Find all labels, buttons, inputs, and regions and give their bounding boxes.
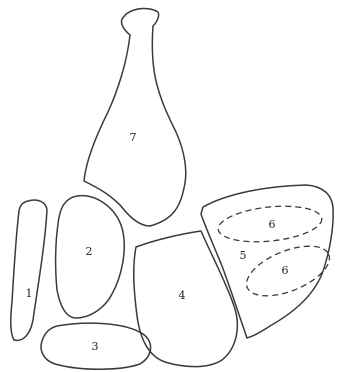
region-1-label: 1 — [26, 287, 33, 300]
region-1-outline — [11, 200, 47, 340]
region-7-label: 7 — [130, 131, 137, 144]
region-4-label: 4 — [179, 289, 186, 302]
region-6-upper-label: 6 — [269, 218, 276, 231]
region-2-label: 2 — [86, 245, 93, 258]
region-7-outline — [84, 8, 186, 226]
region-6-lower-label: 6 — [282, 264, 289, 277]
region-3-label: 3 — [92, 340, 99, 353]
region-5-outline — [201, 185, 333, 338]
region-5-label: 5 — [240, 249, 247, 262]
region-4-outline — [134, 231, 238, 367]
